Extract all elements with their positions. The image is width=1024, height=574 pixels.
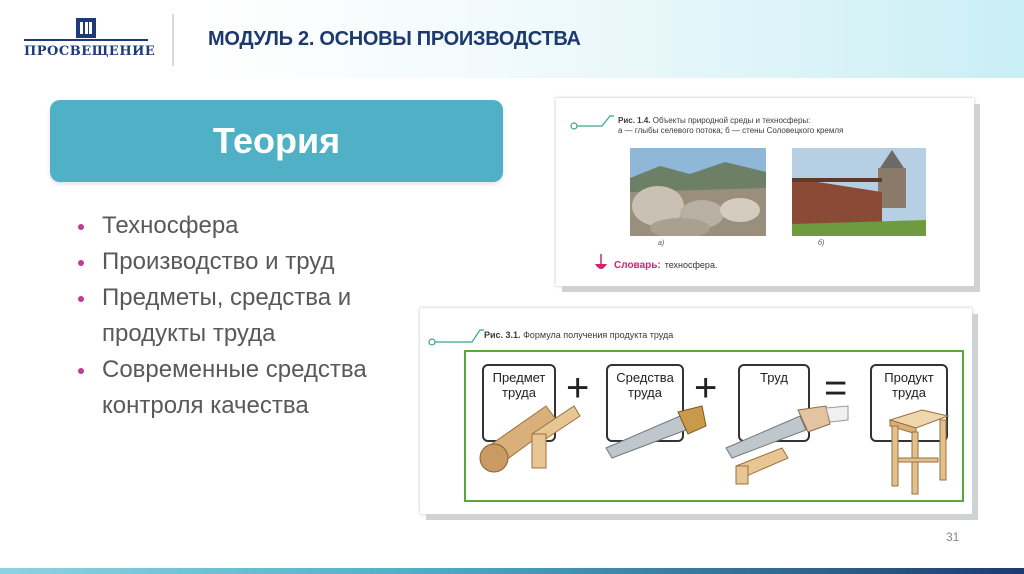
equals-operator: =	[824, 366, 848, 410]
header-divider	[172, 14, 174, 66]
formula-box-means: Средства труда	[606, 364, 684, 442]
figure1-caption: Рис. 1.4. Объекты природной среды и техн…	[618, 116, 844, 135]
logo: ПРОСВЕЩЕНИЕ	[22, 18, 155, 64]
brand-name: ПРОСВЕЩЕНИЕ	[24, 44, 156, 59]
list-item: Предметы, средства и продукты труда	[78, 280, 418, 352]
figure-technosphere: Рис. 1.4. Объекты природной среды и техн…	[556, 98, 974, 286]
caption-connector-icon	[570, 115, 614, 130]
list-item: Современные средства контроля качества	[78, 352, 418, 424]
slovar-icon	[595, 254, 607, 269]
list-item: Техносфера	[78, 208, 418, 244]
bullet-dot-icon	[78, 224, 84, 230]
figure2-caption: Рис. 3.1. Формула получения продукта тру…	[484, 330, 674, 340]
theory-banner: Теория	[50, 100, 503, 182]
photo-rocks	[630, 148, 766, 236]
header-bar: ПРОСВЕЩЕНИЕ МОДУЛЬ 2. ОСНОВЫ ПРОИЗВОДСТВ…	[0, 0, 1024, 78]
sawing-hand-icon	[725, 405, 849, 485]
page-number: 31	[946, 530, 960, 544]
stool-icon	[888, 409, 950, 495]
theory-title: Теория	[212, 120, 341, 161]
list-item: Производство и труд	[78, 244, 418, 280]
bullet-dot-icon	[78, 296, 84, 302]
saw-icon	[605, 405, 707, 459]
log-and-beam-icon	[479, 405, 581, 473]
formula-frame: Предмет труда + Средства труда + Труд	[464, 350, 964, 502]
glossary-note: Словарь:техносфера.	[614, 260, 718, 271]
photo-b-label: б)	[818, 240, 825, 247]
figure-labor-formula: Рис. 3.1. Формула получения продукта тру…	[420, 308, 972, 514]
plus-operator: +	[694, 366, 718, 410]
photo-kremlin-wall	[792, 148, 926, 236]
logo-underline	[24, 39, 148, 41]
module-title: МОДУЛЬ 2. ОСНОВЫ ПРОИЗВОДСТВА	[208, 28, 581, 50]
footer-bar	[0, 568, 1024, 574]
prosveshchenie-logo-icon	[76, 18, 96, 38]
caption-connector-icon	[428, 329, 484, 346]
bullet-dot-icon	[78, 368, 84, 374]
photo-a-label: а)	[658, 240, 665, 247]
bullet-dot-icon	[78, 260, 84, 266]
plus-operator: +	[566, 366, 590, 410]
topic-list: Техносфера Производство и труд Предметы,…	[78, 208, 418, 424]
